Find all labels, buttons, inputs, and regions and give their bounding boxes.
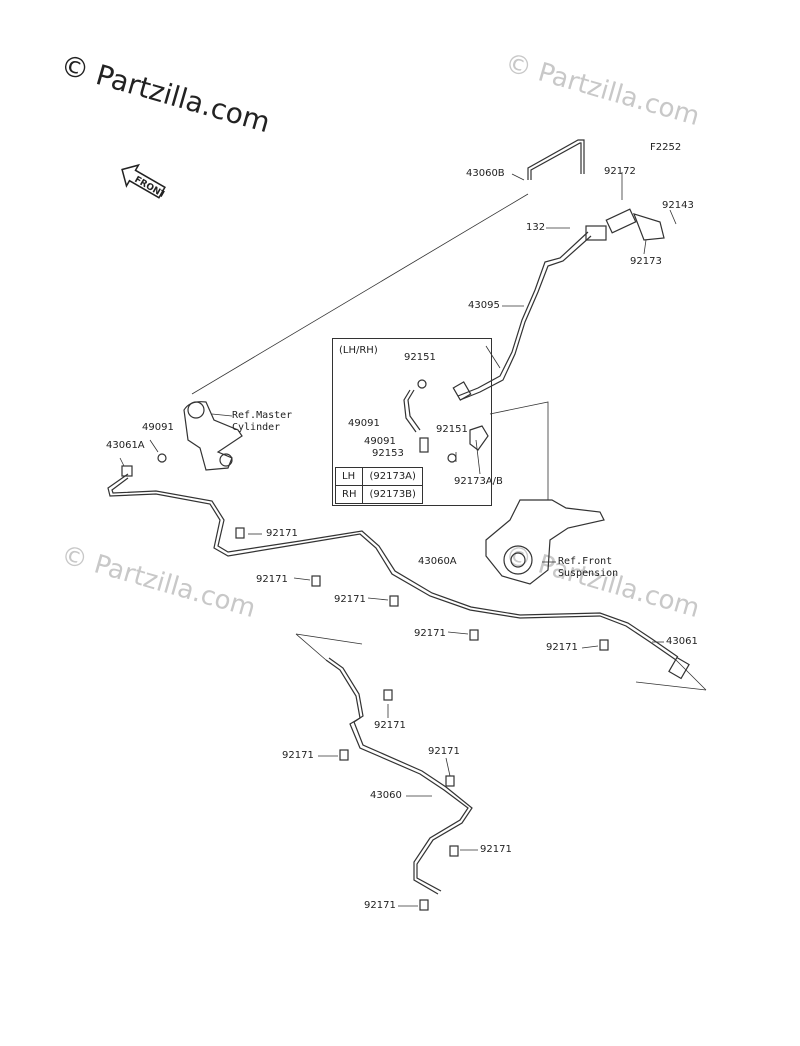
legend-side: RH	[334, 485, 364, 504]
part-label-43060b[interactable]: 43060B	[466, 168, 505, 179]
fitting-43061	[668, 656, 690, 680]
front-suspension-knuckle	[485, 499, 605, 585]
detail-box-title: (LH/RH)	[339, 345, 378, 356]
legend-part[interactable]: (92173A)	[362, 467, 423, 486]
part-label-43061[interactable]: 43061	[666, 636, 698, 647]
part-label-92143[interactable]: 92143	[662, 200, 694, 211]
legend-row: RH (92173B)	[334, 485, 423, 504]
part-label-92171[interactable]: 92171	[374, 720, 406, 731]
brake-line-43060b	[527, 139, 585, 180]
part-label-43060[interactable]: 43060	[370, 790, 402, 801]
part-label-92173ab[interactable]: 92173A/B	[454, 476, 503, 487]
ref-front-suspension[interactable]: Ref.Front Suspension	[558, 556, 619, 579]
clips	[235, 527, 609, 911]
part-label-92172[interactable]: 92172	[604, 166, 636, 177]
brake-hose-43095	[457, 231, 589, 397]
part-label-49091[interactable]: 49091	[348, 418, 380, 429]
part-label-43095[interactable]: 43095	[468, 300, 500, 311]
side-legend-table: LH (92173A) RH (92173B)	[334, 467, 423, 504]
detail-hose	[403, 389, 417, 433]
part-label-92171[interactable]: 92171	[480, 844, 512, 855]
part-label-43060a[interactable]: 43060A	[418, 556, 457, 567]
part-label-92171[interactable]: 92171	[428, 746, 460, 757]
part-label-92171[interactable]: 92171	[364, 900, 396, 911]
part-label-43061a[interactable]: 43061A	[106, 440, 145, 451]
part-label-49091[interactable]: 49091	[142, 422, 174, 433]
part-label-92171[interactable]: 92171	[546, 642, 578, 653]
part-label-92151[interactable]: 92151	[404, 352, 436, 363]
legend-row: LH (92173A)	[334, 467, 423, 486]
part-label-92171[interactable]: 92171	[256, 574, 288, 585]
legend-part[interactable]: (92173B)	[362, 485, 423, 504]
part-label-92171[interactable]: 92171	[414, 628, 446, 639]
part-label-92171[interactable]: 92171	[334, 594, 366, 605]
ref-master-cylinder[interactable]: Ref.Master Cylinder	[232, 410, 293, 433]
bracket-92173	[632, 213, 665, 241]
part-label-49091[interactable]: 49091	[364, 436, 396, 447]
legend-side: LH	[334, 467, 364, 486]
detail-box-lh-rh: (LH/RH) LH (92173A) RH (92173B)	[332, 338, 492, 506]
brake-line-43060	[325, 659, 469, 895]
fitting-43061a	[121, 465, 133, 477]
part-label-92173[interactable]: 92173	[630, 256, 662, 267]
diagram-code: F2252	[650, 142, 682, 153]
brake-line-43060a	[107, 473, 677, 661]
part-label-132[interactable]: 132	[526, 222, 546, 233]
part-label-92171[interactable]: 92171	[266, 528, 298, 539]
leader-line	[191, 193, 529, 395]
part-label-92171[interactable]: 92171	[282, 750, 314, 761]
master-cylinder	[183, 401, 243, 471]
part-label-92151[interactable]: 92151	[436, 424, 468, 435]
part-label-92153[interactable]: 92153	[372, 448, 404, 459]
